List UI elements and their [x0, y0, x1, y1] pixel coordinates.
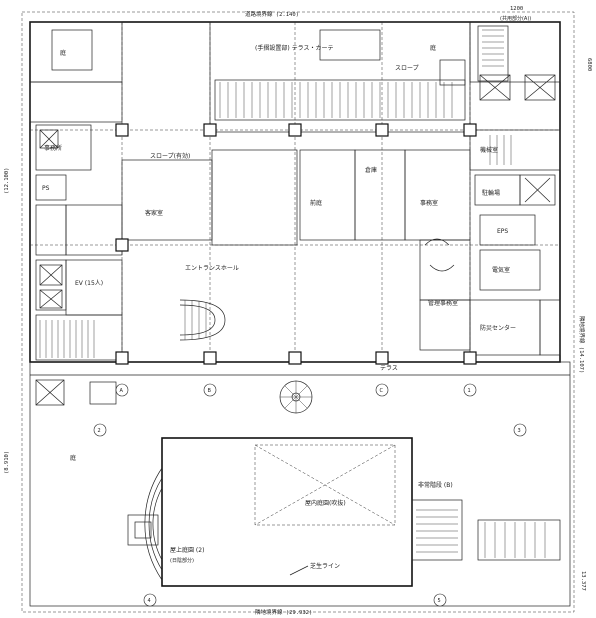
label-garden-south: 庭: [70, 454, 76, 462]
label-guest-room: 客家室: [145, 209, 163, 217]
label-bike-parking: 駐輪場: [482, 189, 500, 197]
label-front-garden: 前庭: [310, 199, 322, 207]
label-storage: 倉庫: [365, 166, 377, 174]
label-ev: EV (15人): [75, 280, 103, 287]
grid-lines: [30, 22, 560, 362]
svg-text:4: 4: [148, 598, 151, 604]
right-stair: [482, 29, 512, 165]
terrace-boxes: [35, 379, 117, 406]
label-office-left: 事務所: [44, 144, 62, 152]
label-lawn-line: 芝生ライン: [310, 562, 340, 570]
svg-text:A: A: [120, 388, 124, 394]
left-core: [29, 21, 123, 361]
svg-text:2: 2: [98, 428, 101, 434]
label-courtyard: 屋内庭園(吹抜): [305, 499, 346, 507]
courtyard-void: [161, 437, 413, 587]
svg-text:C: C: [380, 388, 384, 394]
south-ramp: [477, 519, 561, 561]
lawn-leader: [289, 565, 309, 576]
courtyard-diag-2: [254, 444, 396, 526]
south-stair-treads: [416, 509, 458, 553]
svg-text:3: 3: [518, 428, 521, 434]
semicircle-garden: [127, 467, 163, 581]
left-stair: [39, 320, 95, 358]
central-rooms: [121, 149, 541, 356]
label-electric-room: 電気室: [492, 266, 510, 274]
label-pool-sub: (日陰部分): [170, 557, 194, 564]
columns: [115, 123, 477, 365]
south-stair: [411, 499, 463, 561]
courtyard-inner: [254, 444, 396, 526]
top-right-dimension: 1200: [510, 6, 523, 12]
label-terrace-top: (手摺設置部) テラス・カーテ: [255, 44, 333, 52]
entrance-door-leaves: [424, 238, 455, 272]
label-garden-nw: 庭: [60, 49, 66, 57]
label-pool: 屋上庭園 (2): [170, 546, 204, 554]
label-south-stair: 非常階段 (B): [418, 481, 453, 489]
label-terrace-bottom: テラス: [380, 365, 398, 372]
site-boundary: [21, 11, 575, 613]
left-boundary-label-2: (8.910): [4, 451, 10, 474]
label-north-stair: スロープ: [395, 65, 419, 72]
label-entrance-hall: エントランスホール: [185, 265, 239, 272]
label-slope: スロープ(有効): [150, 152, 190, 160]
entrance-spiral-stair: [179, 299, 226, 341]
label-north-garden: 庭: [430, 44, 436, 52]
top-boundary-label: 道路境界線 (2.140): [245, 10, 299, 18]
label-mgmt-office: 管理事務室: [428, 299, 458, 307]
label-eps: EPS: [497, 228, 508, 235]
top-right-note: (共用部分(A)): [500, 15, 531, 22]
svg-text:B: B: [208, 388, 212, 394]
right-boundary-label: 隣地境界線 (14.107): [578, 316, 586, 373]
north-terrace: [209, 21, 471, 133]
left-boundary-label: (12.100): [4, 168, 10, 195]
bottom-boundary-label: 隣地境界線 (29.932): [255, 608, 312, 616]
label-office-main: 事務室: [420, 199, 438, 207]
south-ramp-lines: [484, 522, 546, 558]
label-disaster-center: 防災センター: [480, 324, 516, 332]
terrace-spiral-treads: [280, 381, 312, 413]
label-machine-room: 機械室: [480, 146, 498, 154]
right-dimension-top: 6800: [586, 58, 592, 71]
grid-marks: A B C 1 2 3 4 5: [93, 383, 527, 607]
right-boundary-label-2: 13.377: [580, 571, 586, 591]
label-ps: PS: [42, 185, 50, 192]
elevator-boxes: [39, 129, 63, 309]
svg-text:5: 5: [438, 598, 441, 604]
right-core: [469, 21, 561, 356]
svg-text:1: 1: [468, 388, 471, 394]
